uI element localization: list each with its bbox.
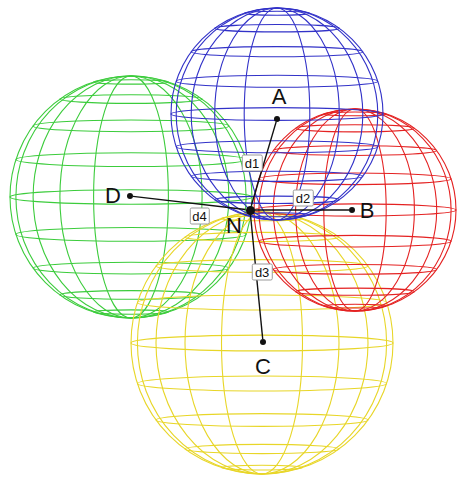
sphere-meridian (33, 76, 229, 318)
sphere-outline (131, 212, 393, 474)
sphere-parallel (324, 112, 386, 116)
sphere-parallel (191, 47, 363, 57)
sphere-parallel (296, 125, 415, 132)
distance-label: d4 (189, 208, 209, 225)
sphere-parallel (94, 80, 169, 84)
sphere-meridian (191, 8, 363, 220)
point-label: N (226, 215, 242, 237)
sphere-outline (171, 8, 383, 220)
point-node (274, 116, 280, 122)
sphere-parallel (254, 204, 456, 216)
distance-label: d2 (293, 190, 313, 207)
sphere-meridian (176, 8, 378, 220)
sphere-outline (10, 76, 252, 318)
point-node (260, 339, 266, 345)
sphere-meridian (215, 8, 340, 220)
sphere-parallel (156, 414, 368, 427)
blue-sphere (171, 8, 383, 220)
sphere-parallel (215, 196, 340, 203)
sphere-parallel (273, 265, 436, 275)
point-label: C (255, 356, 271, 378)
sphere-parallel (94, 310, 169, 314)
point-label: B (360, 200, 375, 222)
sphere-meridian (60, 76, 202, 318)
sphere-parallel (10, 190, 252, 205)
sphere-parallel (60, 291, 202, 300)
sphere-parallel (191, 171, 363, 181)
green-sphere (10, 76, 252, 318)
sphere-parallel (137, 295, 386, 310)
sphere-parallel (324, 304, 386, 308)
distance-label: d1 (242, 154, 262, 171)
sphere-outline (254, 109, 456, 311)
sphere-meridian (222, 212, 303, 474)
sphere-meridian (94, 76, 169, 318)
distance-line (255, 209, 350, 210)
sphere-meridian (137, 212, 386, 474)
distance-label: d3 (252, 264, 272, 281)
sphere-parallel (176, 141, 378, 153)
sphere-parallel (33, 262, 229, 274)
sphere-parallel (33, 120, 229, 132)
sphere-parallel (244, 213, 310, 217)
sphere-parallel (215, 25, 340, 32)
sphere-parallel (16, 228, 246, 242)
sphere-meridian (185, 212, 339, 474)
red-sphere (254, 109, 456, 311)
point-node (127, 193, 133, 199)
sphere-parallel (222, 465, 303, 470)
sphere-parallel (296, 288, 415, 295)
yellow-sphere (131, 212, 393, 474)
sphere-parallel (16, 153, 246, 167)
point-node (246, 206, 255, 215)
sphere-parallel (259, 235, 451, 247)
sphere-meridian (156, 212, 368, 474)
point-node (349, 207, 355, 213)
point-label: D (105, 185, 121, 207)
point-label: A (272, 86, 287, 108)
sphere-parallel (137, 376, 386, 391)
sphere-parallel (244, 11, 310, 15)
sphere-parallel (185, 444, 339, 453)
sphere-meridian (244, 8, 310, 220)
sphere-parallel (60, 95, 202, 104)
